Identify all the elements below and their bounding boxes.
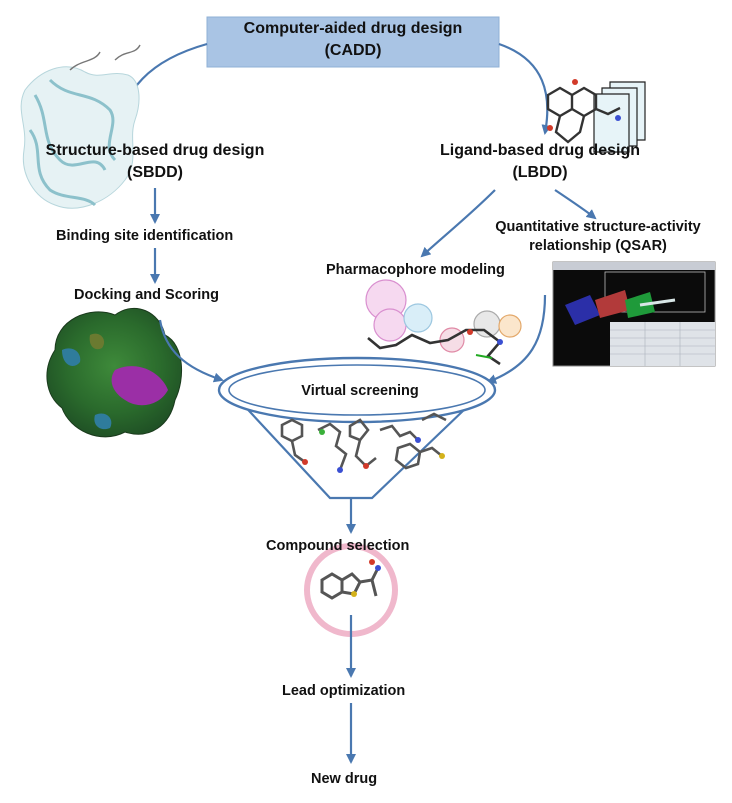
- qsar-screenshot-image: [552, 261, 716, 367]
- pharmacophore-label: Pharmacophore modeling: [326, 262, 505, 278]
- protein-structure-image: [20, 44, 141, 209]
- title-box: [206, 16, 500, 68]
- arrow-lbdd-to-pharmacophore: [420, 189, 496, 258]
- arrow-cadd-to-lbdd: [498, 42, 552, 135]
- screening-compounds-image: [280, 412, 447, 471]
- lbdd-label-line1: Ligand-based drug design: [439, 142, 640, 159]
- ligand-pages-image: [546, 79, 646, 153]
- lead-optimization-label: Lead optimization: [282, 683, 406, 699]
- title-line1: Computer-aided drug design: [243, 20, 463, 37]
- docking-scoring-label: Docking and Scoring: [74, 287, 220, 303]
- binding-site-label: Binding site identification: [56, 228, 234, 244]
- sbdd-label-line2: (SBDD): [127, 164, 183, 181]
- qsar-label-line1: Quantitative structure-activity: [495, 219, 701, 235]
- title-line2: (CADD): [324, 42, 382, 59]
- arrow-docking-to-screening: [158, 319, 224, 383]
- new-drug-label: New drug: [311, 771, 378, 787]
- virtual-screening-funnel: [217, 356, 497, 500]
- arrow-qsar-to-screening: [486, 294, 547, 384]
- docking-protein-surface-image: [46, 307, 183, 438]
- pharmacophore-model-image: [365, 279, 522, 366]
- qsar-label-line2: relationship (QSAR): [529, 238, 667, 254]
- screening-atom-dots: [302, 429, 445, 473]
- sbdd-label-line1: Structure-based drug design: [45, 142, 265, 159]
- virtual-screening-label: Virtual screening: [301, 383, 419, 399]
- lbdd-label-line2: (LBDD): [512, 164, 568, 181]
- compound-selection-label: Compound selection: [266, 538, 410, 554]
- arrow-lbdd-to-qsar: [554, 189, 597, 220]
